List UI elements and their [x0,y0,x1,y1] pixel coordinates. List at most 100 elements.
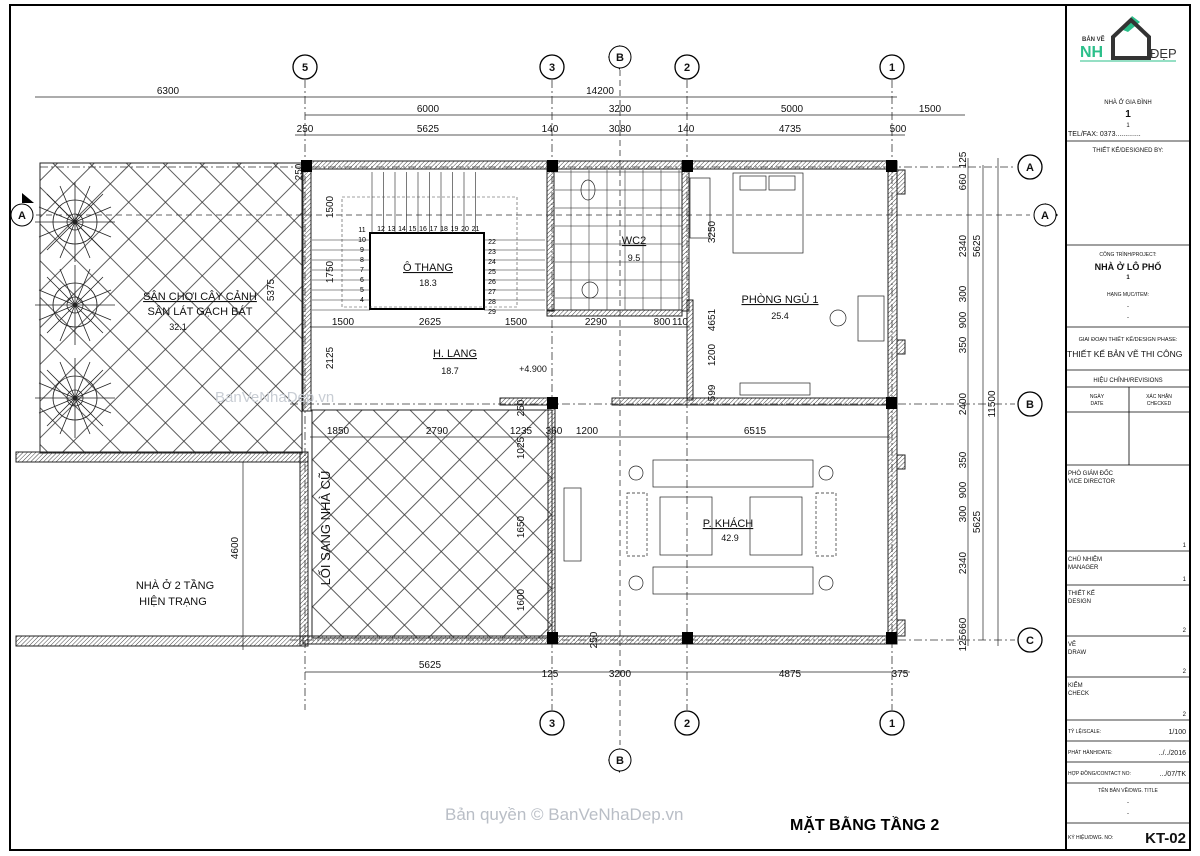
room-name-passage: LỐI SANG NHÀ CŨ [318,471,333,586]
grid-bubble-1-bottom: 1 [879,710,905,736]
room-name-garden-line2: SÂN LÁT GẠCH BÁT [148,305,253,318]
room-name-stair: Ô THANG [403,261,453,274]
dimension-label: 4600 [230,536,241,559]
dimension-label: 1025 [516,436,527,459]
room-area-garden: 32.1 [169,322,187,332]
project-number: 1 [1126,275,1130,281]
building-walls [301,160,906,645]
dimension-label: 1750 [325,260,336,283]
date-column-en: DATE [1091,401,1105,407]
dimension-label: 1235 [510,426,533,437]
dimension-label: 2340 [958,551,969,574]
role-label-en: DRAW [1068,650,1086,656]
dimension-label: 125 [958,151,969,168]
contract-label: HỢP ĐỒNG/CONTACT NO: [1068,770,1131,777]
dimension-label: 250 [294,163,305,180]
room-name-existing-house: NHÀ Ở 2 TẦNG [136,579,214,592]
dimension-label: 125 [542,669,559,680]
dimension-label: 110 [672,317,688,328]
grid-bubble-2-bottom: 2 [674,710,700,736]
toilet-icon [580,179,596,201]
dimension-label: 599 [707,384,718,401]
stair-step-number: 18 [440,226,448,233]
dimension-label: 2625 [419,317,442,328]
stair-step-number: 24 [488,259,496,266]
item-label: HẠNG MỤC/ITEM: [1107,292,1149,298]
role-number: 1 [1183,577,1187,583]
stair-step-number: 4 [360,297,364,304]
item-value: - [1127,315,1129,321]
project-name: NHÀ Ở LÔ PHỐ [1095,261,1162,272]
dimension-label: 350 [958,451,969,468]
section-marker-b-top: B [608,45,632,70]
dimension-label: 14200 [586,86,614,97]
floor-drain-icon [581,281,599,299]
revisions-label: HIỆU CHỈNH/REVISIONS [1093,376,1162,384]
dimension-label: 2340 [958,234,969,257]
dimension-label: 4875 [779,669,802,680]
dimension-label: 1500 [919,104,942,115]
existing-house [15,451,309,650]
stair-step-number: 15 [409,226,417,233]
room-name-garden: SÂN CHƠI CÂY CẢNH [143,290,257,303]
grid-label: C [1026,635,1034,647]
dimension-label: 250 [297,124,314,135]
role-number: 2 [1183,628,1187,634]
grid-bubble-2-top: 2 [674,54,700,80]
role-label: THIẾT KẾ [1068,590,1095,597]
scale-value: 1/100 [1168,729,1186,736]
dimension-label: 1650 [516,515,527,538]
role-label-en: MANAGER [1068,565,1099,571]
stair-step-number: 6 [360,277,364,284]
dimension-label: 1200 [576,426,599,437]
dimension-label: 4651 [707,308,718,331]
section-label: A [1041,210,1049,222]
dimension-label: 5375 [266,278,277,301]
dimension-label: 1500 [332,317,355,328]
grid-bubble-1-top: 1 [879,54,905,80]
dimension-label: 6300 [157,86,180,97]
role-number: 2 [1183,669,1187,675]
dimension-label: 2400 [958,392,969,415]
date-label: PHÁT HÀNH/DATE: [1068,749,1113,756]
section-marker-b-bottom: B [608,748,632,773]
grid-label: 2 [684,62,690,74]
grid-label: 5 [302,62,308,74]
dimension-label: 375 [892,669,909,680]
stair-step-number: 23 [488,249,496,256]
stair-step-number: 19 [451,226,459,233]
stair-step-number: 16 [419,226,427,233]
room-name-wc2: WC2 [622,235,646,247]
dimension-label: 900 [958,481,969,498]
grid-label: 1 [889,718,895,730]
checked-column: XÁC NHẬN [1146,393,1172,400]
stair-step-number: 21 [472,226,480,233]
room-name-living-room: P. KHÁCH [703,517,754,530]
stair-step-number: 13 [388,226,396,233]
tel-fax: TEL/FAX: 0373............. [1068,131,1141,138]
dimension-label: 140 [678,124,695,135]
svg-text:ĐẸP: ĐẸP [1150,46,1177,61]
room-name-existing-house-line2: HIỆN TRẠNG [139,595,207,608]
dimension-label: 5000 [781,104,804,115]
stair-step-number: 29 [488,309,496,316]
client-number: 1 [1125,109,1131,120]
stair-step-number: 20 [461,226,469,233]
role-label-en: CHECK [1068,691,1089,697]
stair-step-number: 9 [360,247,364,254]
dimension-label: 11500 [987,390,998,418]
dimension-label: 1500 [325,195,336,218]
grid-bubble-C: C [1017,627,1043,653]
palm-tree-icons [35,182,115,438]
role-label: VẼ [1068,641,1076,648]
grid-label: 3 [549,718,555,730]
dimension-label: 5625 [972,234,983,257]
watermark-plan: BanVeNhaDep.vn [215,389,334,406]
dimension-label: 3200 [609,669,632,680]
room-area-living-room: 42.9 [721,533,739,543]
dimension-label: 800 [654,317,671,328]
dimension-label: 3080 [609,124,632,135]
role-number: 2 [1183,712,1187,718]
